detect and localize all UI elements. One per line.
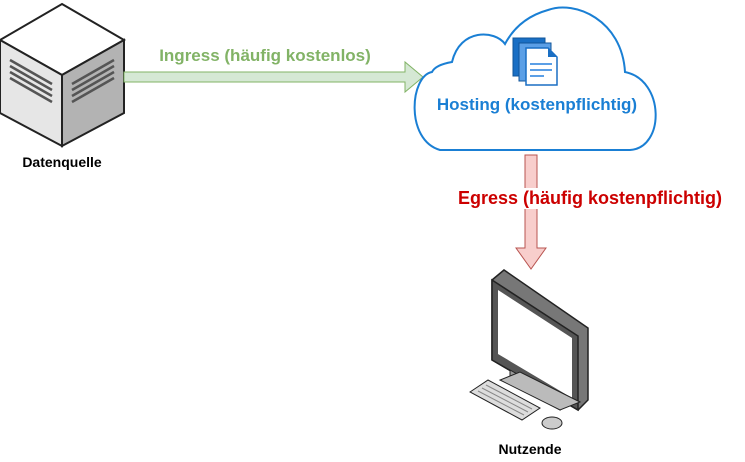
hosting-label: Hosting (kostenpflichtig): [436, 95, 638, 114]
ingress-label: Ingress (häufig kostenlos): [159, 46, 371, 65]
server-icon: [0, 2, 127, 148]
ingress-arrow: [123, 60, 424, 94]
egress-label: Egress (häufig kostenpflichtig): [457, 188, 723, 209]
documents-icon: [512, 37, 558, 86]
nutzende-label: Nutzende: [498, 441, 562, 457]
datenquelle-label: Datenquelle: [22, 154, 102, 170]
computer-monitor-icon: [469, 269, 589, 430]
egress-arrow: [515, 154, 547, 270]
